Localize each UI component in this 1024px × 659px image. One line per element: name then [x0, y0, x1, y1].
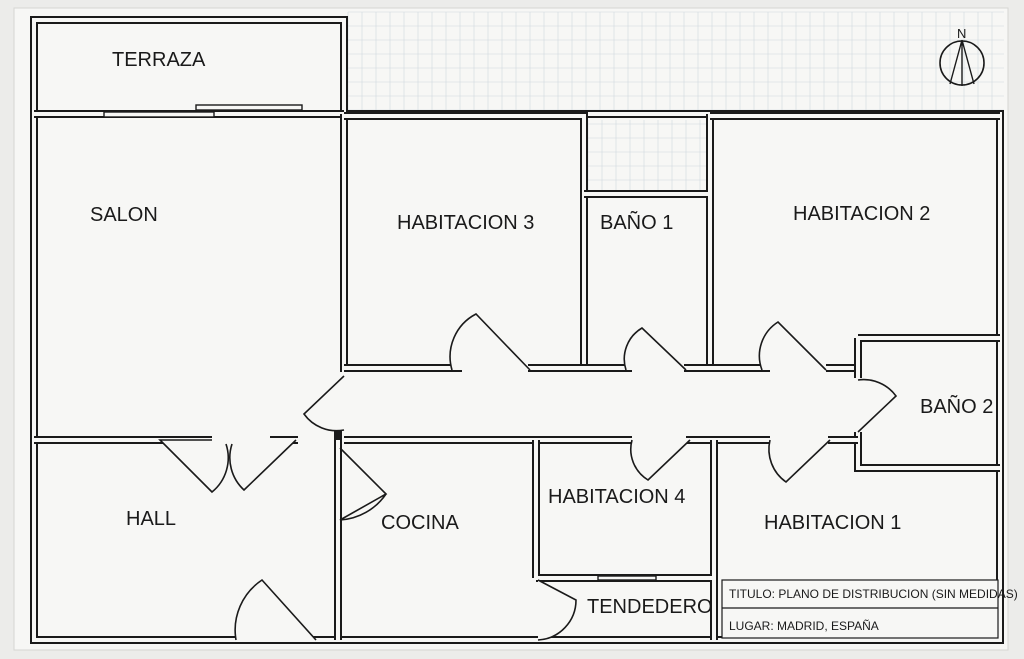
label-tendedero: TENDEDERO — [587, 596, 713, 618]
label-cocina: COCINA — [381, 512, 459, 534]
north-compass-icon: N — [939, 26, 985, 86]
title-block: TITULO: PLANO DE DISTRIBUCION (SIN MEDID… — [721, 579, 1018, 639]
label-terraza: TERRAZA — [112, 49, 206, 71]
title-block-lugar: LUGAR: MADRID, ESPAÑA — [729, 619, 879, 633]
label-habitacion-2: HABITACION 2 — [793, 203, 930, 225]
label-salon: SALON — [90, 204, 158, 226]
label-hall: HALL — [126, 508, 176, 530]
label-habitacion-4: HABITACION 4 — [548, 486, 685, 508]
title-block-titulo: TITULO: PLANO DE DISTRIBUCION (SIN MEDID… — [729, 587, 1018, 601]
windows — [103, 104, 657, 581]
label-habitacion-1: HABITACION 1 — [764, 512, 901, 534]
doors — [158, 313, 898, 641]
label-bano-1: BAÑO 1 — [600, 210, 673, 234]
label-bano-2: BAÑO 2 — [920, 394, 993, 418]
room-labels: TERRAZA SALON HABITACION 3 BAÑO 1 HABITA… — [90, 49, 993, 618]
label-habitacion-3: HABITACION 3 — [397, 212, 534, 234]
paper-sheet — [13, 7, 1009, 651]
grid-area — [347, 11, 1004, 190]
compass-label: N — [957, 26, 966, 41]
